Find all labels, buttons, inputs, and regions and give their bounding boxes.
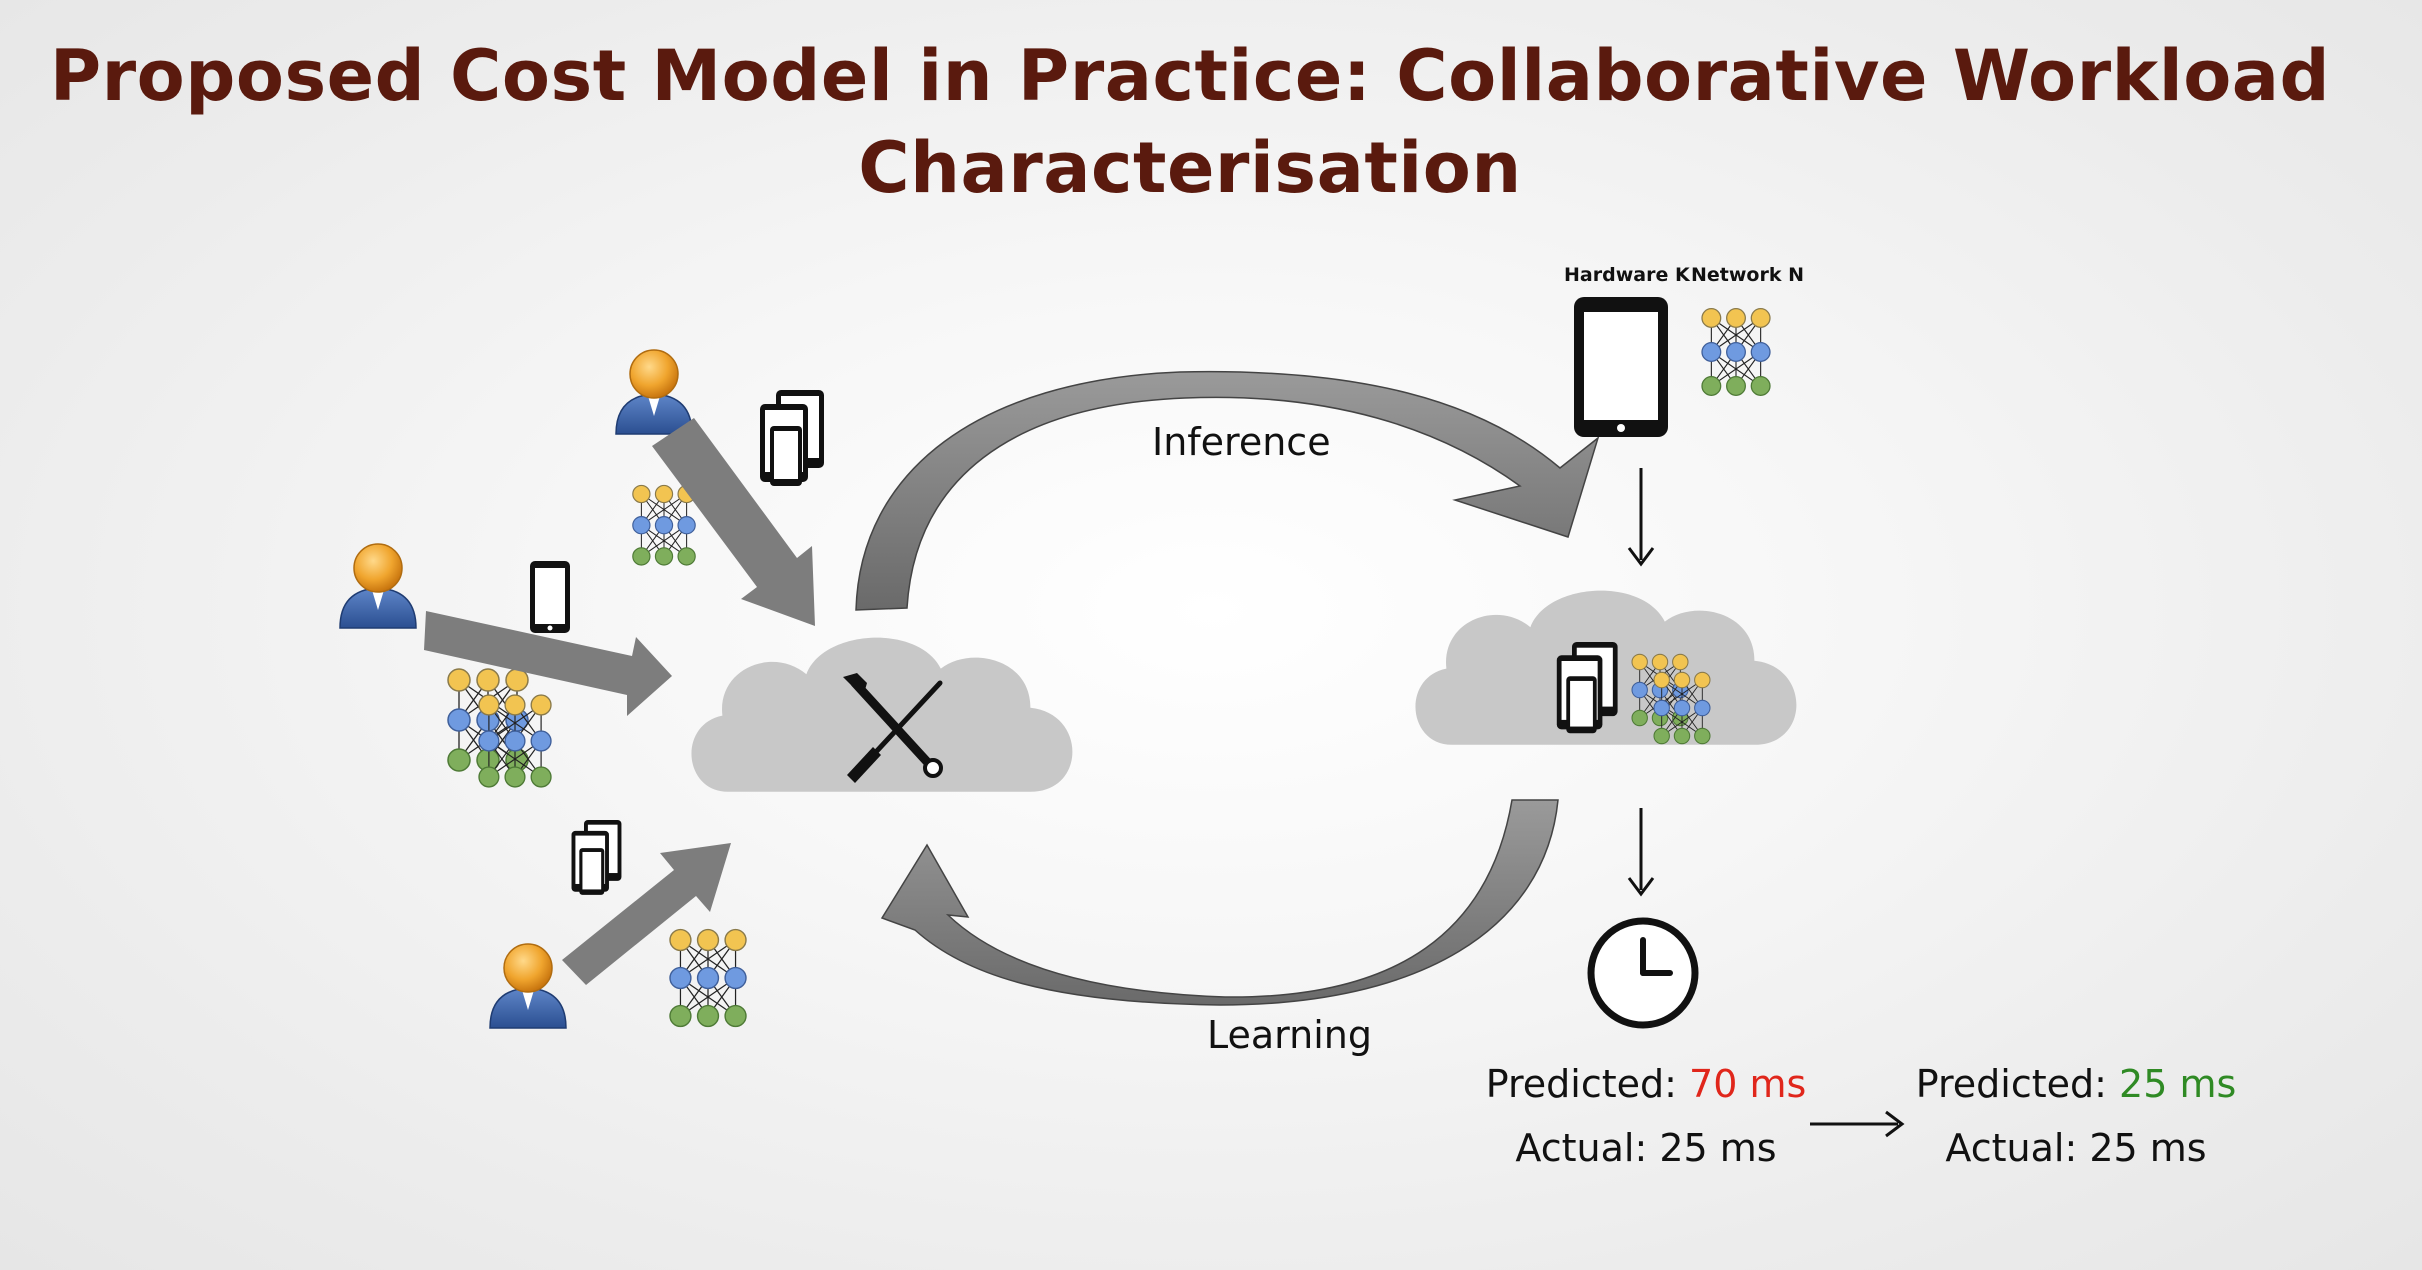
before-actual-value: 25 ms — [1659, 1126, 1777, 1170]
after-actual-label: Actual: — [1945, 1126, 2078, 1170]
hardware-label: Hardware K — [1564, 264, 1691, 286]
down-arrow-to-cloud — [1627, 468, 1655, 567]
neural-network-icon — [632, 484, 696, 566]
submit-arrow-left — [424, 611, 672, 716]
tools-icon — [843, 673, 943, 783]
before-predicted-label: Predicted: — [1485, 1062, 1677, 1106]
inference-arrow — [855, 370, 1600, 611]
before-predicted: Predicted: 70 ms — [1460, 1062, 1832, 1106]
top-user-icon — [615, 349, 693, 435]
neural-network-icon — [447, 668, 529, 772]
learning-arrow — [880, 799, 1559, 1006]
submit-arrow-top — [652, 418, 815, 626]
neural-network-icon — [1653, 671, 1711, 745]
tablet-icon — [1574, 297, 1668, 437]
device-stack-icon — [760, 390, 824, 486]
after-predicted-value: 25 ms — [2119, 1062, 2237, 1106]
after-predicted-label: Predicted: — [1915, 1062, 2107, 1106]
left-user-icon — [339, 543, 417, 629]
network-label: Network N — [1691, 264, 1804, 286]
clock-icon — [1587, 917, 1699, 1029]
submit-arrow-bottom — [562, 843, 731, 985]
after-predicted: Predicted: 25 ms — [1890, 1062, 2262, 1106]
bottom-user-icon — [489, 943, 567, 1029]
slide-title: Proposed Cost Model in Practice: Collabo… — [49, 35, 2331, 209]
neural-network-icon — [1701, 308, 1771, 396]
neural-network-icon — [669, 928, 747, 1028]
improvement-arrow — [1810, 1110, 1905, 1138]
before-actual-label: Actual: — [1515, 1126, 1648, 1170]
before-predicted-value: 70 ms — [1689, 1062, 1807, 1106]
inference-label: Inference — [1152, 420, 1331, 464]
device-stack-icon — [571, 820, 622, 895]
learning-label: Learning — [1207, 1013, 1372, 1057]
neural-network-icon — [478, 694, 552, 788]
phone-icon — [530, 561, 570, 633]
down-arrow-to-clock — [1627, 808, 1655, 897]
before-actual: Actual: 25 ms — [1460, 1126, 1832, 1170]
after-actual-value: 25 ms — [2089, 1126, 2207, 1170]
after-actual: Actual: 25 ms — [1890, 1126, 2262, 1170]
